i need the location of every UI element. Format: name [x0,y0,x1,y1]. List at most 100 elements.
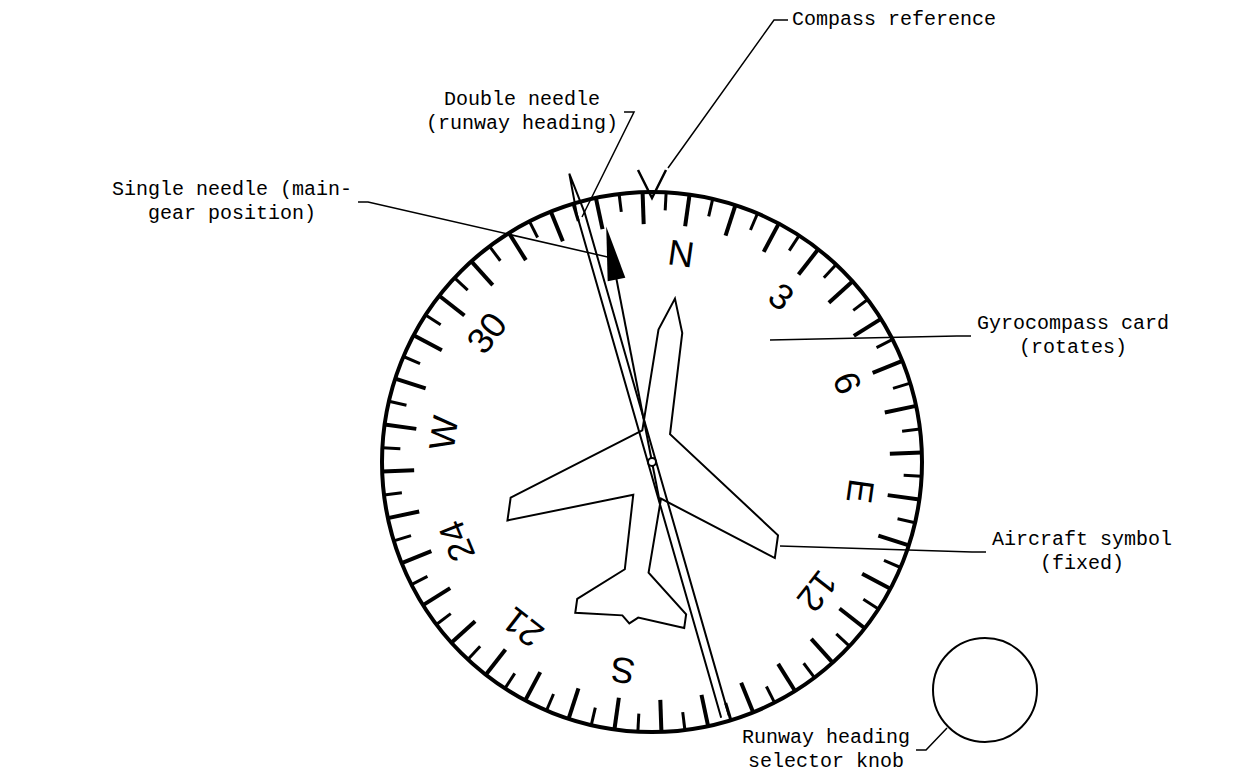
card-tick [403,357,420,364]
leader-line [916,728,947,750]
card-tick [862,574,890,589]
card-tick [685,195,689,227]
card-tick [904,474,922,478]
card-tick [893,383,910,388]
card-tick [902,429,920,431]
card-tick [569,688,579,718]
card-tick [885,406,916,413]
needle-pivot [648,458,656,466]
leader-line [358,202,612,258]
card-tick [853,300,867,311]
card-tick [614,698,618,730]
card-tick [824,265,836,278]
leader-lines [358,20,986,750]
card-tick [423,588,450,605]
card-tick [683,712,685,730]
card-tick [799,249,819,274]
card-tick [877,339,893,347]
card-tick [384,493,402,495]
card-tick [382,470,414,471]
card-tick [890,453,922,454]
card-tick [402,551,432,563]
card-tick [660,700,661,732]
card-tick [388,511,419,518]
card-tick [505,673,515,688]
callout-label: Single needle (main-gear position) [110,178,354,226]
card-tick [643,192,644,224]
card-tick [873,361,903,373]
double-needle [565,173,728,718]
card-tick [596,198,603,229]
card-heading-label: 3 [762,276,800,317]
card-tick [766,687,774,703]
card-tick [436,614,450,625]
aircraft-symbol [496,280,809,642]
selector-knob [933,638,1037,742]
card-heading-label: S [608,650,637,689]
card-tick [455,278,468,290]
card-tick [468,646,480,659]
card-tick [664,192,668,210]
card-tick [741,683,753,713]
card-tick [395,379,425,389]
leader-line [780,546,986,552]
card-tick [551,212,563,242]
card-heading-label: E [840,477,879,506]
card-tick [789,236,799,251]
card-tick [888,495,920,499]
card-tick [529,221,537,237]
card-tick [439,296,464,316]
card-tick [829,281,853,302]
callout-label: Compass reference [792,8,996,32]
card-heading-label: 6 [826,367,867,399]
callout-label: Double needle (runway heading) [424,88,620,136]
card-tick [836,634,849,646]
card-tick [490,246,501,260]
double-needle-path [565,173,728,718]
card-tick [863,599,878,609]
card-tick [778,664,795,691]
card-tick [426,315,441,325]
aircraft-outline [496,280,809,642]
leader-line [668,20,788,168]
card-tick [411,576,427,584]
card-tick [878,536,908,546]
card-tick [451,621,475,642]
leader-line [770,336,971,340]
card-tick [884,560,901,567]
card-tick [898,519,916,523]
single-needle-shaft [616,275,660,501]
single-needle-head [597,225,625,281]
card-ticks [382,192,922,732]
card-ring [382,192,922,732]
card-tick [486,650,506,675]
card-heading-label: W [424,413,464,452]
single-needle [597,225,668,503]
card-heading-label: 12 [791,564,844,618]
card-tick [525,672,540,700]
card-tick [804,663,815,677]
card-tick [619,194,621,212]
card-heading-label: 30 [460,306,513,360]
card-tick [471,261,492,285]
callout-label: Aircraft symbol (fixed) [990,528,1174,576]
card-tick [811,639,832,663]
card-tick [389,401,407,405]
compass-reference-mark [638,170,666,198]
card-tick [591,708,595,726]
card-tick [547,694,554,711]
card-tick [701,695,708,726]
card-heading-label: 24 [433,515,481,566]
card-tick [382,446,400,450]
card-tick [394,536,411,541]
card-tick [854,319,881,336]
card-heading-label: 21 [496,601,550,654]
card-tick [636,714,640,732]
card-tick [750,213,757,230]
card-heading-label: N [666,234,697,273]
card-tick [385,424,417,428]
card-tick [726,205,736,235]
callout-label: Runway heading selector knob [740,726,912,774]
card-tick [414,335,442,350]
